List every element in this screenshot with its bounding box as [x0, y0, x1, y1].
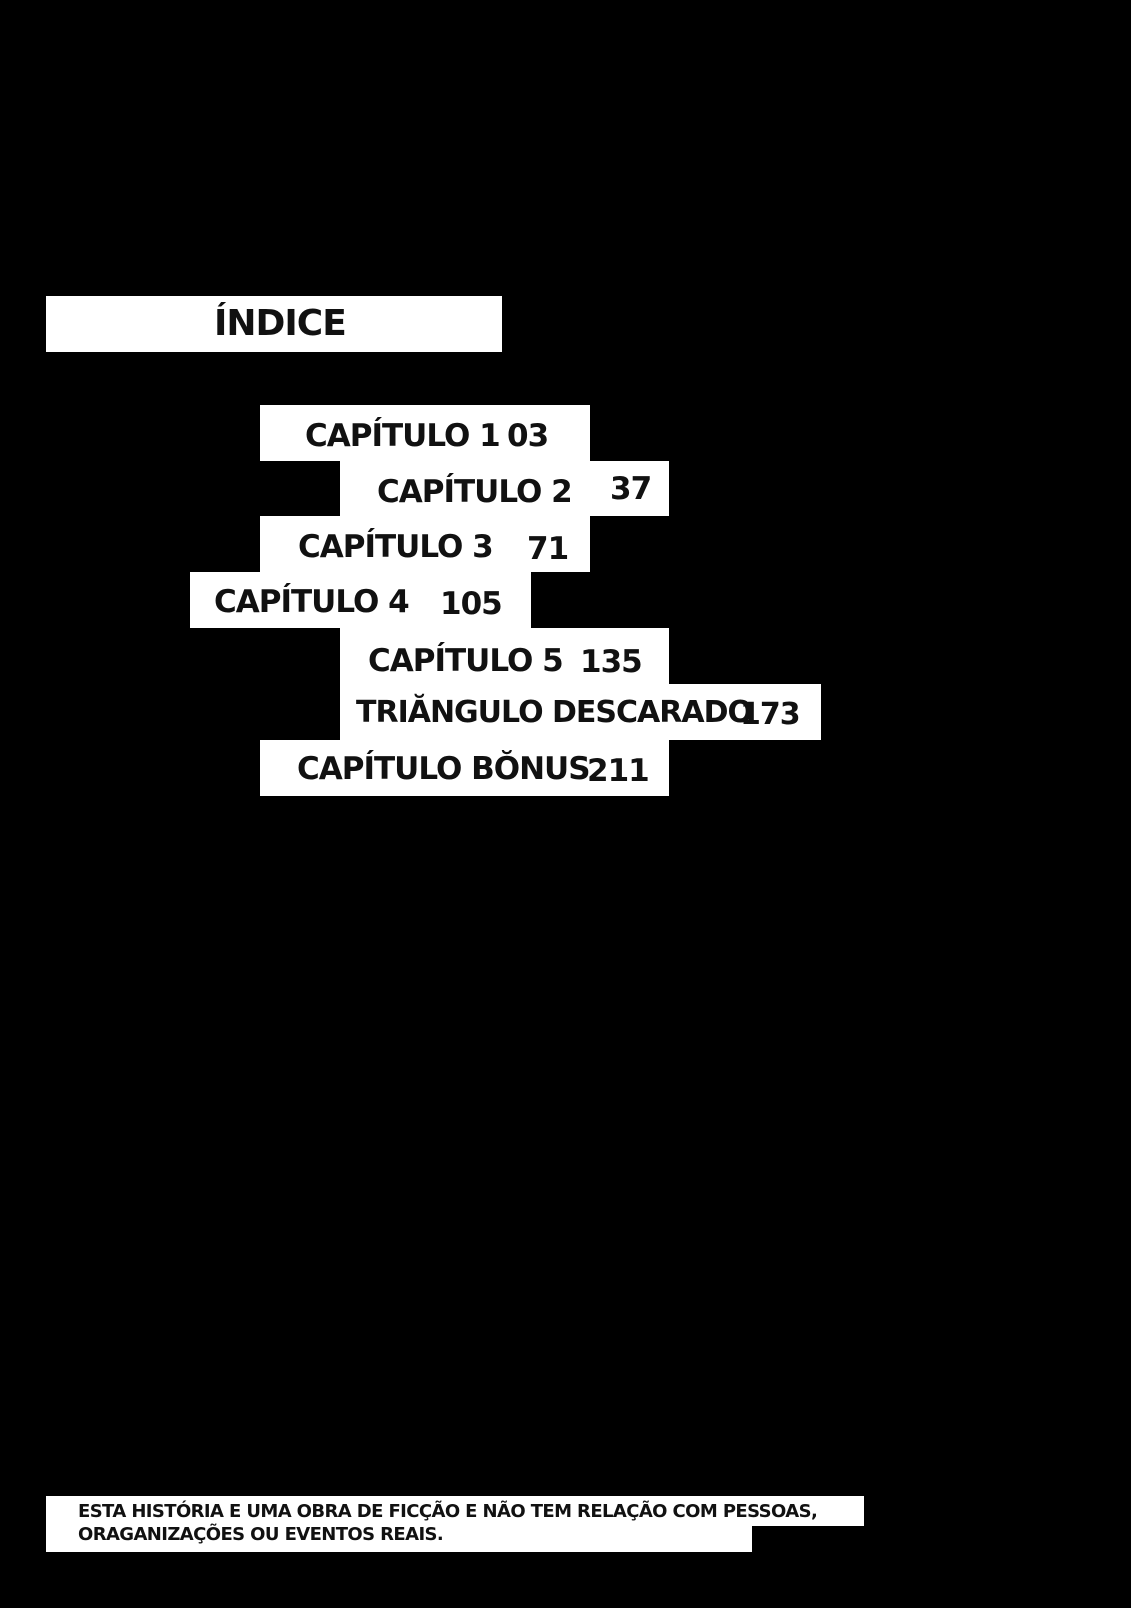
toc-entry-label: CAPÍTULO 2	[377, 474, 573, 510]
toc-entry-page: 105	[440, 586, 503, 622]
toc-entry-label: TRIĂNGULO DESCARADO	[356, 695, 753, 730]
toc-entry-3[interactable]: CAPÍTULO 3 71	[260, 516, 590, 572]
toc-entry-2[interactable]: CAPÍTULO 2 37	[340, 461, 669, 516]
toc-entry-page: 71	[527, 531, 569, 567]
toc-entry-label: CAPÍTULO 4	[214, 584, 410, 620]
toc-title-box: ÍNDICE	[46, 296, 502, 352]
toc-entry-page: 173	[740, 697, 801, 732]
toc-entry-5[interactable]: CAPÍTULO 5 135	[340, 628, 669, 684]
toc-entry-label: CAPÍTULO BŎNUS	[297, 751, 591, 787]
toc-entry-7[interactable]: CAPÍTULO BŎNUS 211	[260, 740, 669, 796]
toc-entry-4[interactable]: CAPÍTULO 4 105	[190, 572, 531, 628]
toc-entry-label: CAPÍTULO 1	[305, 418, 501, 454]
toc-entry-page: 03	[507, 418, 549, 454]
disclaimer-line-2: ORAGANIZAÇÕES OU EVENTOS REAIS.	[78, 1524, 444, 1545]
toc-entry-1[interactable]: CAPÍTULO 1 03	[260, 405, 590, 461]
disclaimer-box-top	[46, 1496, 864, 1526]
disclaimer-box-bottom	[46, 1526, 752, 1552]
toc-entry-page: 37	[610, 471, 652, 507]
toc-title: ÍNDICE	[214, 303, 347, 344]
toc-entry-6[interactable]: TRIĂNGULO DESCARADO 173	[340, 684, 821, 740]
disclaimer: ESTA HISTÓRIA E UMA OBRA DE FICÇÃO E NÃO…	[78, 1500, 858, 1546]
toc-entry-label: CAPÍTULO 5	[368, 643, 564, 679]
disclaimer-line-1: ESTA HISTÓRIA E UMA OBRA DE FICÇÃO E NÃO…	[78, 1501, 818, 1522]
toc-entry-label: CAPÍTULO 3	[298, 529, 494, 565]
toc-entry-page: 211	[587, 753, 650, 789]
toc-entry-page: 135	[580, 644, 643, 680]
